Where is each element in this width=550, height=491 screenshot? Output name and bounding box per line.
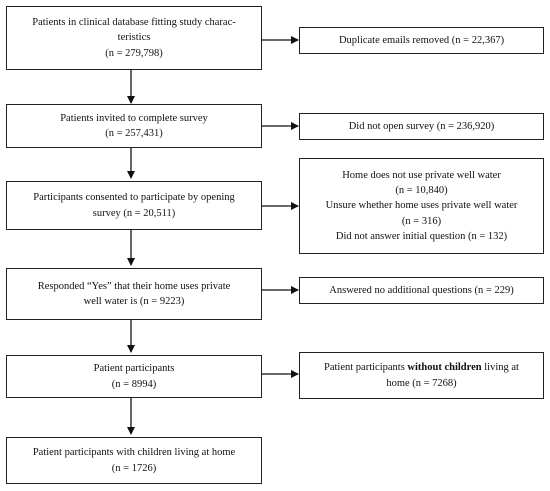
box-line: (n = 8994) <box>111 378 157 390</box>
box-line: Did not open survey (n = 236,920) <box>348 120 495 132</box>
box-line: (n = 1726) <box>111 462 157 474</box>
box-line: Home does not use private well water <box>342 169 501 181</box>
box-line: Participants consented to participate by… <box>33 192 235 204</box>
box-invited-patients: Patients invited to complete survey (n =… <box>6 104 262 148</box>
box-line: Patient participants <box>93 363 175 375</box>
box-line: (n = 279,798) <box>105 47 163 59</box>
box-line: (n = 257,431) <box>105 128 163 139</box>
box-database-patients: Patients in clinical database fitting st… <box>6 6 262 70</box>
box-patient-participants: Patient participants (n = 8994) <box>6 355 262 398</box>
box-line: Did not answer initial question (n = 132… <box>335 230 508 242</box>
box-line: Patient participants with children livin… <box>32 447 236 459</box>
box-line: (n = 316) <box>401 215 442 227</box>
box-participants-without-children: Patient participants without children li… <box>299 352 544 399</box>
box-line: Unsure whether home uses private well wa… <box>325 200 518 212</box>
box-line: Patients invited to complete survey <box>60 112 208 124</box>
box-did-not-open-survey: Did not open survey (n = 236,920) <box>299 113 544 140</box>
box-line: home (n = 7268) <box>386 377 457 389</box>
box-line: Responded “Yes” that their home uses pri… <box>37 280 231 292</box>
box-line: survey (n = 20,511) <box>92 207 176 219</box>
box-line: Patient participants without children li… <box>324 360 519 375</box>
box-duplicate-emails-removed: Duplicate emails removed (n = 22,367) <box>299 27 544 54</box>
box-participants-with-children: Patient participants with children livin… <box>6 437 262 484</box>
box-no-additional-questions: Answered no additional questions (n = 22… <box>299 277 544 304</box>
box-line: Answered no additional questions (n = 22… <box>329 284 514 296</box>
box-line: well water is (n = 9223) <box>83 296 185 307</box>
box-text-pre: Patient participants <box>324 362 408 374</box>
box-line: teristics <box>117 32 151 44</box>
box-line: Duplicate emails removed (n = 22,367) <box>338 34 505 46</box>
box-line: Patients in clinical database fitting st… <box>32 17 236 29</box>
box-consented-participants: Participants consented to participate by… <box>6 181 262 230</box>
box-line: (n = 10,840) <box>395 185 448 197</box>
box-text-bold: without children <box>407 362 482 374</box>
box-excluded-well-water: Home does not use private well water (n … <box>299 158 544 254</box>
box-text-post: living at <box>481 362 519 374</box>
box-private-well-yes: Responded “Yes” that their home uses pri… <box>6 268 262 320</box>
